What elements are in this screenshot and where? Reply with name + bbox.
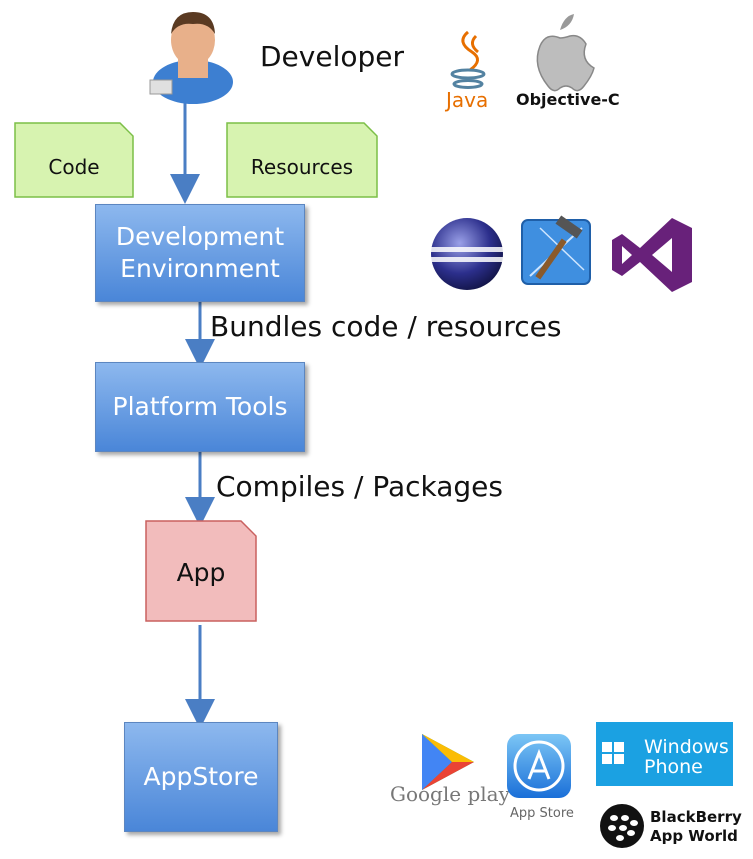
app-store-label: App Store: [510, 806, 574, 821]
resources-note: Resources: [226, 122, 378, 198]
app-label: App: [176, 558, 226, 587]
resources-label: Resources: [250, 155, 354, 179]
objective-c-label: Objective-C: [516, 90, 620, 109]
appstore-label: AppStore: [143, 762, 259, 791]
appstore-box: AppStore: [124, 722, 278, 832]
dev-env-line1: Development: [115, 222, 285, 251]
development-environment-box: Development Environment: [95, 204, 305, 302]
google-play-label: Google play: [390, 782, 510, 806]
developer-label: Developer: [260, 40, 405, 73]
blackberry-label: BlackBerry: [650, 808, 742, 826]
windows-label: Windows: [644, 736, 729, 758]
compiles-label: Compiles / Packages: [216, 470, 503, 503]
app-world-label: App World: [650, 827, 738, 845]
platform-tools-box: Platform Tools: [95, 362, 305, 452]
code-note: Code: [14, 122, 134, 198]
dev-env-line2: Environment: [120, 254, 280, 283]
bundles-label: Bundles code / resources: [210, 310, 562, 343]
java-label: Java: [446, 88, 489, 112]
phone-label: Phone: [644, 756, 703, 778]
code-label: Code: [48, 155, 100, 179]
platform-tools-label: Platform Tools: [112, 392, 288, 421]
app-document: App: [145, 520, 257, 622]
